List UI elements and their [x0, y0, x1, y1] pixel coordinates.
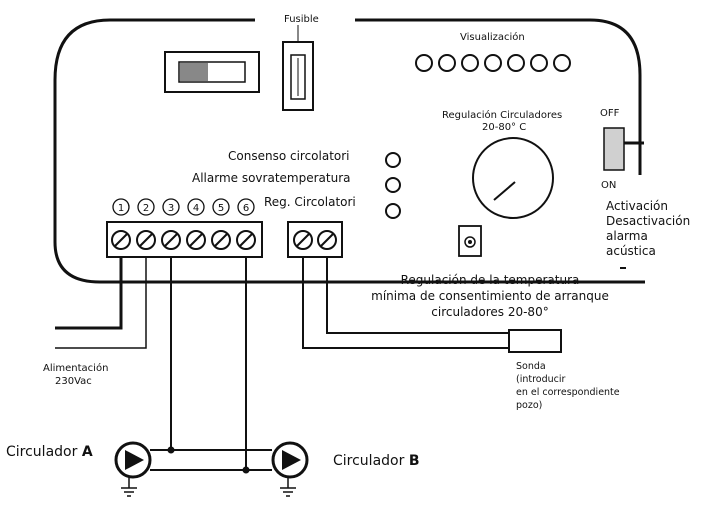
led-row: [415, 54, 571, 72]
dial-pointer: [493, 181, 516, 201]
activacion-line-3: alarma: [606, 229, 648, 243]
led-2: [438, 54, 456, 72]
regulacion-temp-line-1: Regulación de la temperatura: [401, 273, 580, 287]
alimentacion-line-1: Alimentación: [43, 362, 108, 374]
sonda-probe: [508, 329, 562, 353]
alarm-toggle-switch[interactable]: [603, 127, 625, 171]
sonda-line-1: Sonda: [516, 361, 546, 372]
activacion-line-2: Desactivación: [606, 214, 690, 228]
terminal-num-5: 5: [218, 203, 224, 214]
led-4: [484, 54, 502, 72]
led-6: [530, 54, 548, 72]
sonda-line-3: en el correspondiente: [516, 387, 620, 398]
consenso-label: Consenso circolatori: [228, 149, 350, 163]
junction-6: [242, 466, 250, 474]
circulador-a-label: Circulador A: [6, 444, 93, 460]
consenso-indicator: [385, 152, 401, 168]
regulacion-circuladores-label: Regulación Circuladores: [442, 109, 562, 121]
regulacion-temp-line-3: circuladores 20-80°: [431, 305, 548, 319]
alimentacion-line-2: 230Vac: [55, 376, 92, 387]
terminal-num-2: 2: [143, 203, 149, 214]
on-label: ON: [601, 180, 616, 191]
reg-circolatori-indicator: [385, 203, 401, 219]
terminal-num-1: 1: [118, 203, 124, 214]
controller-box-outline: [53, 18, 645, 284]
regulacion-circuladores-range: 20-80° C: [482, 122, 526, 133]
led-3: [461, 54, 479, 72]
visualizacion-label: Visualización: [460, 31, 525, 43]
led-1: [415, 54, 433, 72]
sonda-line-2: (introducir: [516, 374, 566, 385]
junction-3: [167, 446, 175, 454]
activacion-line-4: acústica: [606, 244, 656, 258]
off-label: OFF: [600, 108, 620, 119]
circuladores-dial[interactable]: [472, 137, 554, 219]
sonda-line-4: pozo): [516, 400, 542, 411]
circulador-b-label: Circulador B: [333, 453, 420, 469]
led-5: [507, 54, 525, 72]
allarme-indicator: [385, 177, 401, 193]
allarme-label: Allarme sovratemperatura: [192, 171, 350, 185]
terminal-screws-main: [111, 230, 256, 250]
terminal-screws-sonda: [293, 230, 337, 250]
circulador-b-pump: [271, 441, 309, 497]
regulacion-temp-line-2: mínima de consentimiento de arranque: [371, 289, 609, 303]
reg-circolatori-label: Reg. Circolatori: [264, 195, 356, 209]
activacion-line-1: Activación: [606, 199, 668, 213]
terminal-numbers: [112, 198, 255, 216]
main-switch-knob: [180, 63, 208, 81]
terminal-num-6: 6: [243, 203, 249, 214]
terminal-num-3: 3: [168, 203, 174, 214]
terminal-num-4: 4: [193, 203, 199, 214]
fusible-label: Fusible: [284, 14, 319, 25]
circulador-a-pump: [114, 441, 152, 497]
led-7: [553, 54, 571, 72]
